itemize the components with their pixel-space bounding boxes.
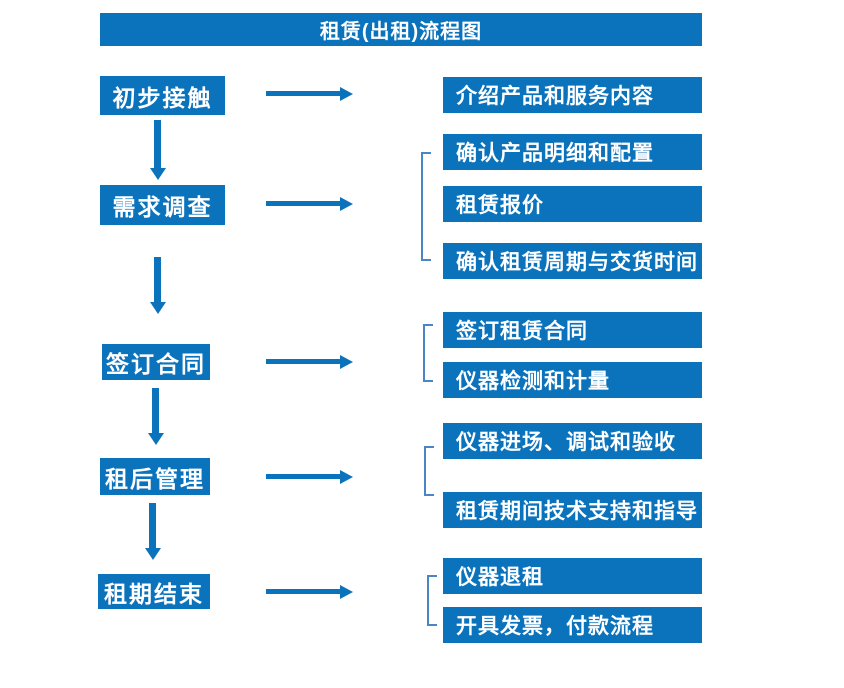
right-arrow-3 [266,355,353,369]
down-arrow-2 [150,257,166,314]
detail-box-rental-quotation: 租赁报价 [443,186,702,222]
right-arrow-head-icon [340,470,353,484]
detail-box-instrument-setup-acceptance: 仪器进场、调试和验收 [443,423,702,459]
right-arrow-head-icon [340,87,353,101]
detail-box-confirm-product-details-config: 确认产品明细和配置 [443,134,702,170]
detail-box-invoice-payment-process: 开具发票，付款流程 [443,607,702,643]
stage-box-lease-end: 租期结束 [98,574,210,609]
down-arrow-shaft [154,257,161,302]
down-arrow-head-icon [148,433,164,445]
right-arrow-head-icon [340,197,353,211]
detail-box-instrument-testing-measurement: 仪器检测和计量 [443,362,702,398]
down-arrow-shaft [149,503,156,548]
stage-box-demand-survey: 需求调查 [100,185,225,225]
down-arrow-shaft [154,120,161,168]
down-arrow-head-icon [150,302,166,314]
right-arrow-head-icon [340,585,353,599]
detail-box-instrument-return: 仪器退租 [443,558,702,594]
right-arrow-shaft [266,474,341,479]
detail-box-sign-rental-contract: 签订租赁合同 [443,312,702,348]
group-bracket-demand-survey [421,152,431,261]
right-arrow-4 [266,470,353,484]
down-arrow-4 [145,503,161,560]
down-arrow-head-icon [150,168,166,180]
down-arrow-shaft [152,388,159,433]
stage-box-contract-signing: 签订合同 [102,344,210,380]
right-arrow-5 [266,585,353,599]
stage-box-initial-contact: 初步接触 [100,76,225,115]
group-bracket-lease-end [427,575,437,626]
right-arrow-head-icon [340,355,353,369]
right-arrow-shaft [266,359,341,364]
right-arrow-shaft [266,91,341,96]
flowchart-title: 租赁(出租)流程图 [100,13,702,46]
down-arrow-1 [150,120,166,180]
right-arrow-2 [266,197,353,211]
group-bracket-contract-signing [423,324,433,382]
right-arrow-shaft [266,201,341,206]
right-arrow-shaft [266,589,341,594]
detail-box-confirm-rental-period-delivery: 确认租赁周期与交货时间 [443,243,702,279]
detail-box-technical-support-guidance: 租赁期间技术支持和指导 [443,492,702,528]
down-arrow-head-icon [145,548,161,560]
group-bracket-post-rental-management [424,446,434,496]
right-arrow-1 [266,87,353,101]
stage-box-post-rental-management: 租后管理 [100,458,210,495]
down-arrow-3 [148,388,164,445]
detail-box-introduce-products-services: 介绍产品和服务内容 [443,77,702,113]
